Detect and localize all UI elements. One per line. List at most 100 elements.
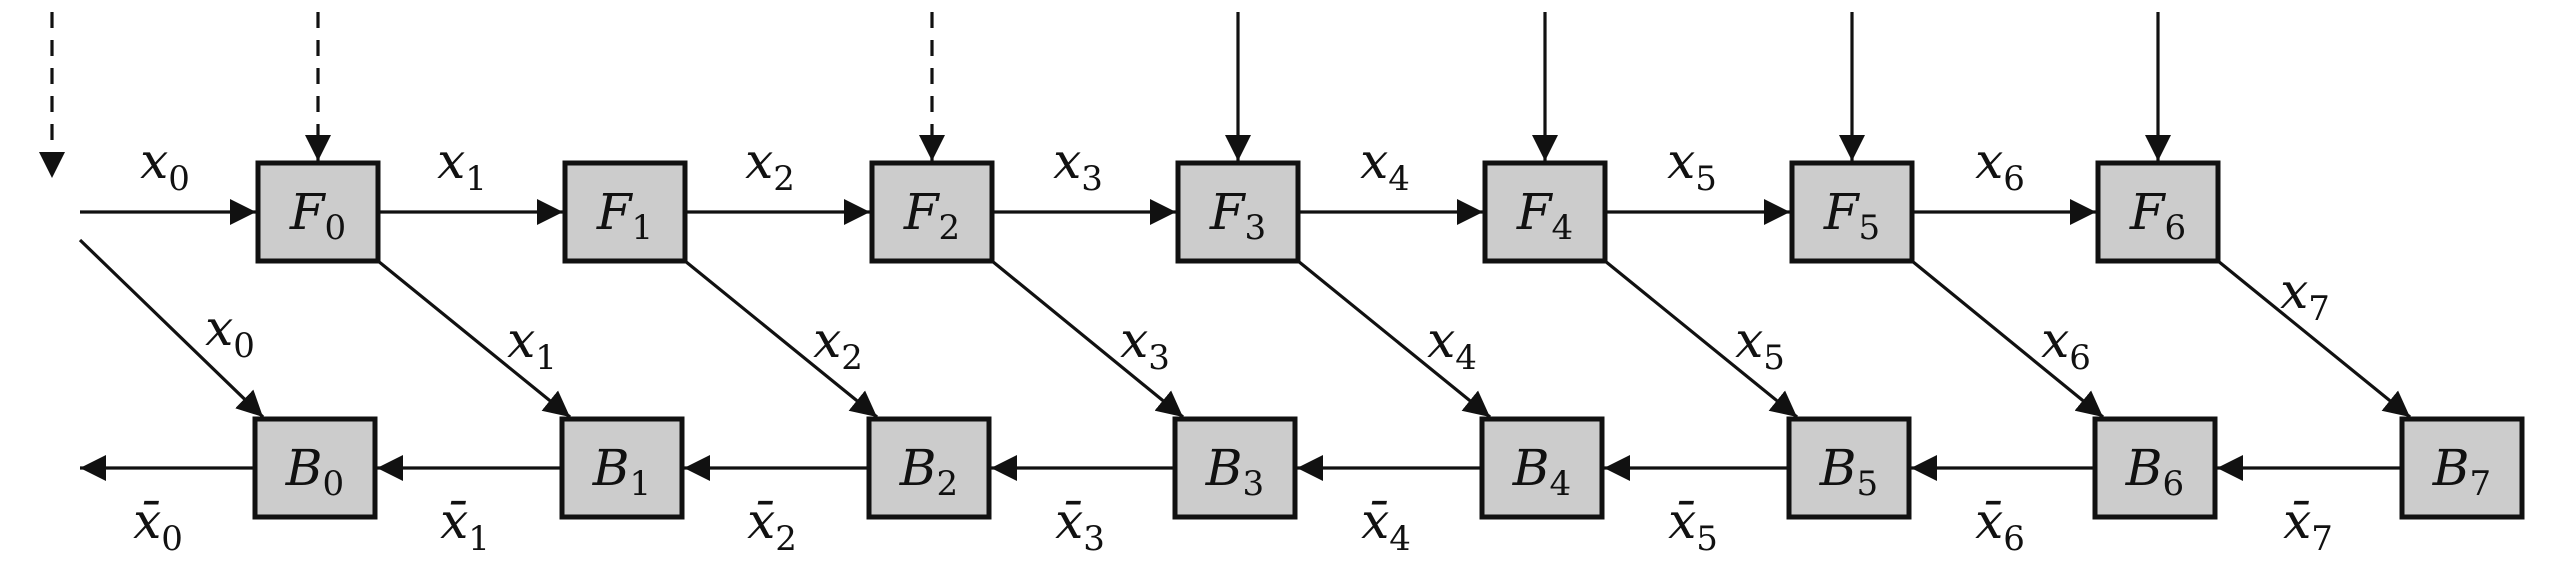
diagonal-edge-2 xyxy=(683,259,879,419)
forward-edge-label-2-subscript: 2 xyxy=(773,159,795,199)
forward-node-f6-label-subscript: 6 xyxy=(2165,208,2187,248)
forward-node-f2: F2 xyxy=(869,160,995,264)
forward-edge-label-6-subscript: 6 xyxy=(2003,159,2025,199)
backward-node-b6-label-base: B xyxy=(2125,439,2163,497)
backward-node-b2-label: B2 xyxy=(899,439,958,504)
backward-edge-label-6-subscript: 6 xyxy=(2003,519,2025,559)
backward-edge-label-6: x̄6 xyxy=(1975,492,2025,559)
backward-node-b0-label-subscript: 0 xyxy=(323,464,345,504)
forward-node-f4-label-subscript: 4 xyxy=(1552,208,1574,248)
forward-node-f0: F0 xyxy=(255,160,381,264)
forward-edge-label-5-base: x xyxy=(1667,132,1695,190)
forward-node-f5-label: F5 xyxy=(1823,183,1880,248)
backward-node-b0-rect xyxy=(252,416,378,520)
forward-node-f4-rect xyxy=(1482,160,1608,264)
forward-edge-label-0: x0 xyxy=(140,132,190,199)
diagonal-edge-label-1-base: x xyxy=(507,311,535,369)
backward-node-b2-rect xyxy=(866,416,992,520)
diagonal-edge-6 xyxy=(1910,259,2105,419)
backward-node-b1-rect xyxy=(559,416,685,520)
diagonal-edge-label-4-base: x xyxy=(1427,311,1455,369)
backward-node-b4: B4 xyxy=(1479,416,1605,520)
diagonal-edge-label-5-subscript: 5 xyxy=(1763,338,1785,378)
backward-node-b1-label: B1 xyxy=(592,439,651,504)
diagonal-edge-label-2-base: x xyxy=(813,311,841,369)
diagonal-edge-5 xyxy=(1603,259,1799,419)
backward-node-b7-rect xyxy=(2399,416,2525,520)
backward-edge-label-6-base: x̄ xyxy=(1975,492,2003,550)
forward-node-f5-label-base: F xyxy=(1823,183,1861,241)
forward-node-f2-label-base: F xyxy=(903,183,941,241)
forward-node-f4-label: F4 xyxy=(1516,183,1573,248)
backward-node-b5-label: B5 xyxy=(1819,439,1878,504)
diagonal-edge-label-4-subscript: 4 xyxy=(1455,338,1477,378)
forward-node-f4: F4 xyxy=(1482,160,1608,264)
backward-node-b2-label-subscript: 2 xyxy=(937,464,959,504)
diagonal-edge-label-0-subscript: 0 xyxy=(233,326,255,366)
backward-edge-label-3: x̄3 xyxy=(1055,492,1105,559)
forward-node-f0-label-subscript: 0 xyxy=(325,208,347,248)
forward-node-f6-label: F6 xyxy=(2129,183,2186,248)
backward-edge-label-4-base: x̄ xyxy=(1361,492,1389,550)
backward-edge-label-5-subscript: 5 xyxy=(1696,519,1718,559)
forward-edge-label-3-base: x xyxy=(1053,132,1081,190)
backward-node-b7-label-base: B xyxy=(2432,439,2470,497)
backward-node-b7: B7 xyxy=(2399,416,2525,520)
backward-edge-label-0-subscript: 0 xyxy=(161,519,183,559)
backward-node-b3: B3 xyxy=(1172,416,1298,520)
diagonal-edge-label-6-base: x xyxy=(2041,311,2069,369)
forward-node-f4-label-base: F xyxy=(1516,183,1554,241)
diagonal-edge-label-5-base: x xyxy=(1735,311,1763,369)
forward-edge-label-0-subscript: 0 xyxy=(168,159,190,199)
diagonal-edge-label-3-base: x xyxy=(1120,311,1148,369)
forward-edge-label-4-subscript: 4 xyxy=(1388,159,1410,199)
forward-node-f2-label: F2 xyxy=(903,183,960,248)
backward-node-b5-label-base: B xyxy=(1819,439,1857,497)
backward-node-b0-label: B0 xyxy=(285,439,344,504)
backward-edge-label-4: x̄4 xyxy=(1361,492,1411,559)
forward-node-f1-label: F1 xyxy=(596,183,653,248)
diagonal-edge-1 xyxy=(376,259,572,419)
diagonal-edge-label-0-base: x xyxy=(205,299,233,357)
backward-node-b6-label-subscript: 6 xyxy=(2163,464,2185,504)
backward-edge-label-2-subscript: 2 xyxy=(775,519,797,559)
backward-edge-label-7: x̄7 xyxy=(2283,492,2333,559)
forward-node-f5-rect xyxy=(1789,160,1915,264)
forward-edge-label-6-base: x xyxy=(1975,132,2003,190)
diagonal-edge-label-3: x3 xyxy=(1120,311,1170,378)
diagonal-edge-label-2: x2 xyxy=(813,311,863,378)
forward-edge-label-6: x6 xyxy=(1975,132,2025,199)
backward-node-b3-rect xyxy=(1172,416,1298,520)
backward-node-b6: B6 xyxy=(2092,416,2218,520)
backward-node-b2-label-base: B xyxy=(899,439,937,497)
backward-node-b3-label-base: B xyxy=(1205,439,1243,497)
backward-node-b4-rect xyxy=(1479,416,1605,520)
backward-node-b0: B0 xyxy=(252,416,378,520)
backward-edge-label-0-base: x̄ xyxy=(133,492,161,550)
forward-edge-label-2: x2 xyxy=(745,132,795,199)
diagonal-edge-label-6-subscript: 6 xyxy=(2069,338,2091,378)
diagonal-edge-3 xyxy=(990,259,1185,419)
forward-edge-label-3: x3 xyxy=(1053,132,1103,199)
forward-node-f0-label: F0 xyxy=(289,183,346,248)
backward-node-b1-label-base: B xyxy=(592,439,630,497)
forward-edge-label-1-subscript: 1 xyxy=(465,159,487,199)
backward-node-b5-label-subscript: 5 xyxy=(1857,464,1879,504)
forward-node-f3-label-subscript: 3 xyxy=(1245,208,1267,248)
forward-edge-label-0-base: x xyxy=(140,132,168,190)
edges-layer xyxy=(39,12,2412,481)
forward-node-f3-rect xyxy=(1175,160,1301,264)
forward-node-f5: F5 xyxy=(1789,160,1915,264)
forward-node-f0-label-base: F xyxy=(289,183,327,241)
backward-node-b2: B2 xyxy=(866,416,992,520)
diagonal-edge-label-7-base: x xyxy=(2280,262,2308,320)
forward-node-f2-rect xyxy=(869,160,995,264)
backward-edge-label-5-base: x̄ xyxy=(1668,492,1696,550)
backward-node-b1: B1 xyxy=(559,416,685,520)
backward-node-b4-label-subscript: 4 xyxy=(1550,464,1572,504)
backward-edge-label-7-subscript: 7 xyxy=(2311,519,2333,559)
forward-node-f0-rect xyxy=(255,160,381,264)
diagonal-edge-label-1-subscript: 1 xyxy=(535,338,557,378)
